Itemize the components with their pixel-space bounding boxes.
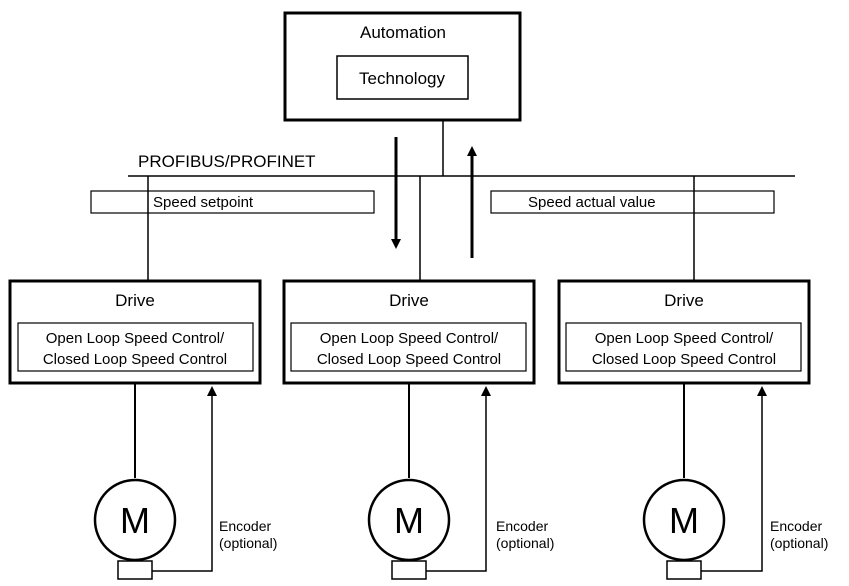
encoder-label-line2: (optional) [219, 535, 277, 551]
drive-1: Drive Open Loop Speed Control/ Closed Lo… [8, 279, 277, 580]
automation-block: Automation Technology [283, 11, 522, 122]
motor-label: M [120, 500, 150, 541]
encoder-label-line1: Encoder [496, 518, 548, 534]
encoder-label-line2: (optional) [770, 535, 828, 551]
speed-control-line2: Closed Loop Speed Control [317, 351, 501, 368]
encoder-box [666, 560, 702, 580]
motor-label: M [669, 500, 699, 541]
speed-control-line1: Open Loop Speed Control/ [595, 330, 774, 347]
speed-control-line2: Closed Loop Speed Control [43, 351, 227, 368]
drive-title: Drive [664, 291, 704, 310]
motor-circle [93, 478, 177, 562]
motor-circle [642, 478, 726, 562]
speed-control-line1: Open Loop Speed Control/ [46, 330, 225, 347]
motor-circle [367, 478, 451, 562]
automation-title: Automation [360, 23, 446, 42]
encoder-box [117, 560, 153, 580]
drive-title: Drive [389, 291, 429, 310]
encoder-label-line1: Encoder [770, 518, 822, 534]
speed-control-box [290, 322, 527, 372]
encoder-label-line1: Encoder [219, 518, 271, 534]
drive-2: Drive Open Loop Speed Control/ Closed Lo… [282, 279, 554, 580]
encoder-feedback-arrow [152, 386, 217, 572]
encoder-label-line2: (optional) [496, 535, 554, 551]
drive-3: Drive Open Loop Speed Control/ Closed Lo… [557, 279, 828, 580]
speed-setpoint-box [90, 190, 375, 214]
technology-box [336, 55, 469, 100]
speed-control-box [565, 322, 802, 372]
bus-label: PROFIBUS/PROFINET [138, 152, 316, 171]
speed-control-line2: Closed Loop Speed Control [592, 351, 776, 368]
speed-setpoint-label: Speed setpoint [153, 194, 254, 211]
speed-actual-value-label: Speed actual value [528, 194, 656, 211]
speed-actual-value-box [490, 190, 775, 214]
motor-label: M [394, 500, 424, 541]
speed-control-box [17, 322, 254, 372]
encoder-box [391, 560, 427, 580]
drive-title: Drive [115, 291, 155, 310]
encoder-feedback-arrow [701, 386, 767, 572]
speed-control-line1: Open Loop Speed Control/ [320, 330, 499, 347]
technology-label: Technology [359, 69, 446, 88]
encoder-feedback-arrow [426, 386, 491, 572]
